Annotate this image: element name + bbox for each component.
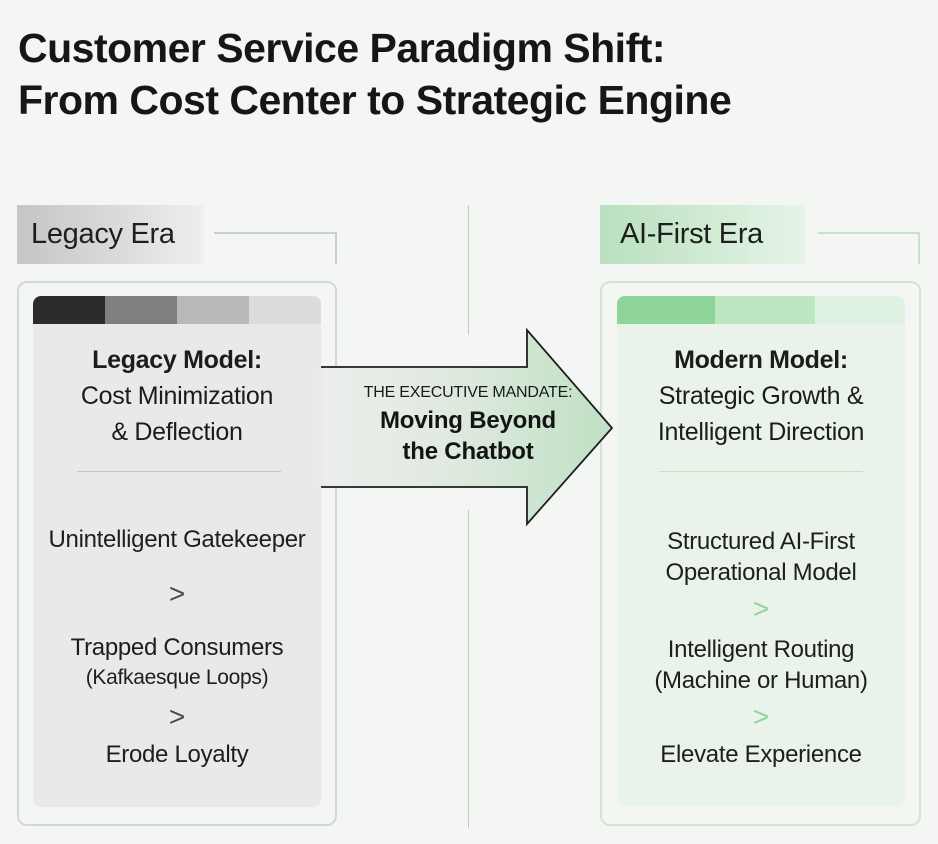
ai-bar-segment-3 (815, 296, 905, 324)
ai-first-era-tag: AI-First Era (600, 205, 805, 264)
legacy-divider (77, 471, 281, 472)
legacy-tag-connector (214, 232, 337, 264)
ai-chevron-1: > (752, 593, 770, 624)
ai-chevron-2: > (752, 701, 770, 732)
ai-step-1-sublabel: Operational Model (665, 559, 857, 586)
ai-divider (659, 471, 863, 472)
ai-first-panel-frame (600, 281, 921, 826)
ai-step-2-label: Intelligent Routing (667, 636, 855, 663)
legacy-panel (33, 296, 321, 807)
legacy-bar-segment-1 (33, 296, 105, 324)
legacy-step-1: Unintelligent Gatekeeper (33, 526, 321, 554)
mandate-title-line-1: Moving Beyond (379, 407, 557, 434)
legacy-model-block: Legacy Model: Cost Minimization & Deflec… (33, 342, 321, 450)
ai-step-2: Intelligent Routing (Machine or Human) (617, 634, 905, 696)
ai-step-3-label: Elevate Experience (660, 741, 862, 768)
ai-model-heading: Modern Model: (674, 346, 848, 374)
legacy-bar-segment-2 (105, 296, 177, 324)
ai-model-line-2: Intelligent Direction (657, 418, 865, 446)
mandate-title-line-2: the Chatbot (402, 438, 534, 465)
page-title: Customer Service Paradigm Shift: From Co… (18, 22, 928, 126)
legacy-step-3: Erode Loyalty (33, 741, 321, 769)
ai-model-block: Modern Model: Strategic Growth & Intelli… (617, 342, 905, 450)
legacy-era-tag: Legacy Era (17, 205, 204, 264)
legacy-model-line-1: Cost Minimization (80, 382, 274, 410)
ai-model-line-1: Strategic Growth & (658, 382, 864, 410)
legacy-model-heading: Legacy Model: (92, 346, 262, 374)
legacy-step-3-label: Erode Loyalty (105, 741, 249, 768)
center-divider-top (468, 205, 469, 335)
legacy-bar-segment-3 (177, 296, 249, 324)
ai-step-1: Structured AI-First Operational Model (617, 526, 905, 588)
legacy-step-2-sublabel: (Kafkaesque Loops) (85, 666, 269, 689)
center-divider-bottom (468, 510, 469, 828)
title-line-2: From Cost Center to Strategic Engine (18, 77, 732, 123)
ai-first-panel (617, 296, 905, 807)
mandate-kicker: THE EXECUTIVE MANDATE: (363, 384, 573, 401)
ai-step-2-sublabel: (Machine or Human) (654, 667, 868, 694)
ai-tag-connector (818, 232, 920, 264)
mandate-title: Moving Beyond the Chatbot (330, 405, 606, 467)
title-line-1: Customer Service Paradigm Shift: (18, 25, 666, 71)
legacy-step-1-label: Unintelligent Gatekeeper (48, 526, 306, 553)
ai-bar-segment-1 (617, 296, 715, 324)
legacy-chevron-1: > (168, 578, 186, 609)
ai-step-1-label: Structured AI-First (667, 528, 855, 555)
legacy-model-line-2: & Deflection (111, 418, 243, 446)
legacy-panel-frame (17, 281, 337, 826)
legacy-bar-segment-4 (249, 296, 321, 324)
ai-step-3: Elevate Experience (617, 741, 905, 769)
legacy-chevron-2: > (168, 701, 186, 732)
legacy-step-2-label: Trapped Consumers (70, 634, 284, 661)
ai-bar-segment-2 (715, 296, 815, 324)
legacy-step-2: Trapped Consumers (Kafkaesque Loops) (33, 634, 321, 690)
